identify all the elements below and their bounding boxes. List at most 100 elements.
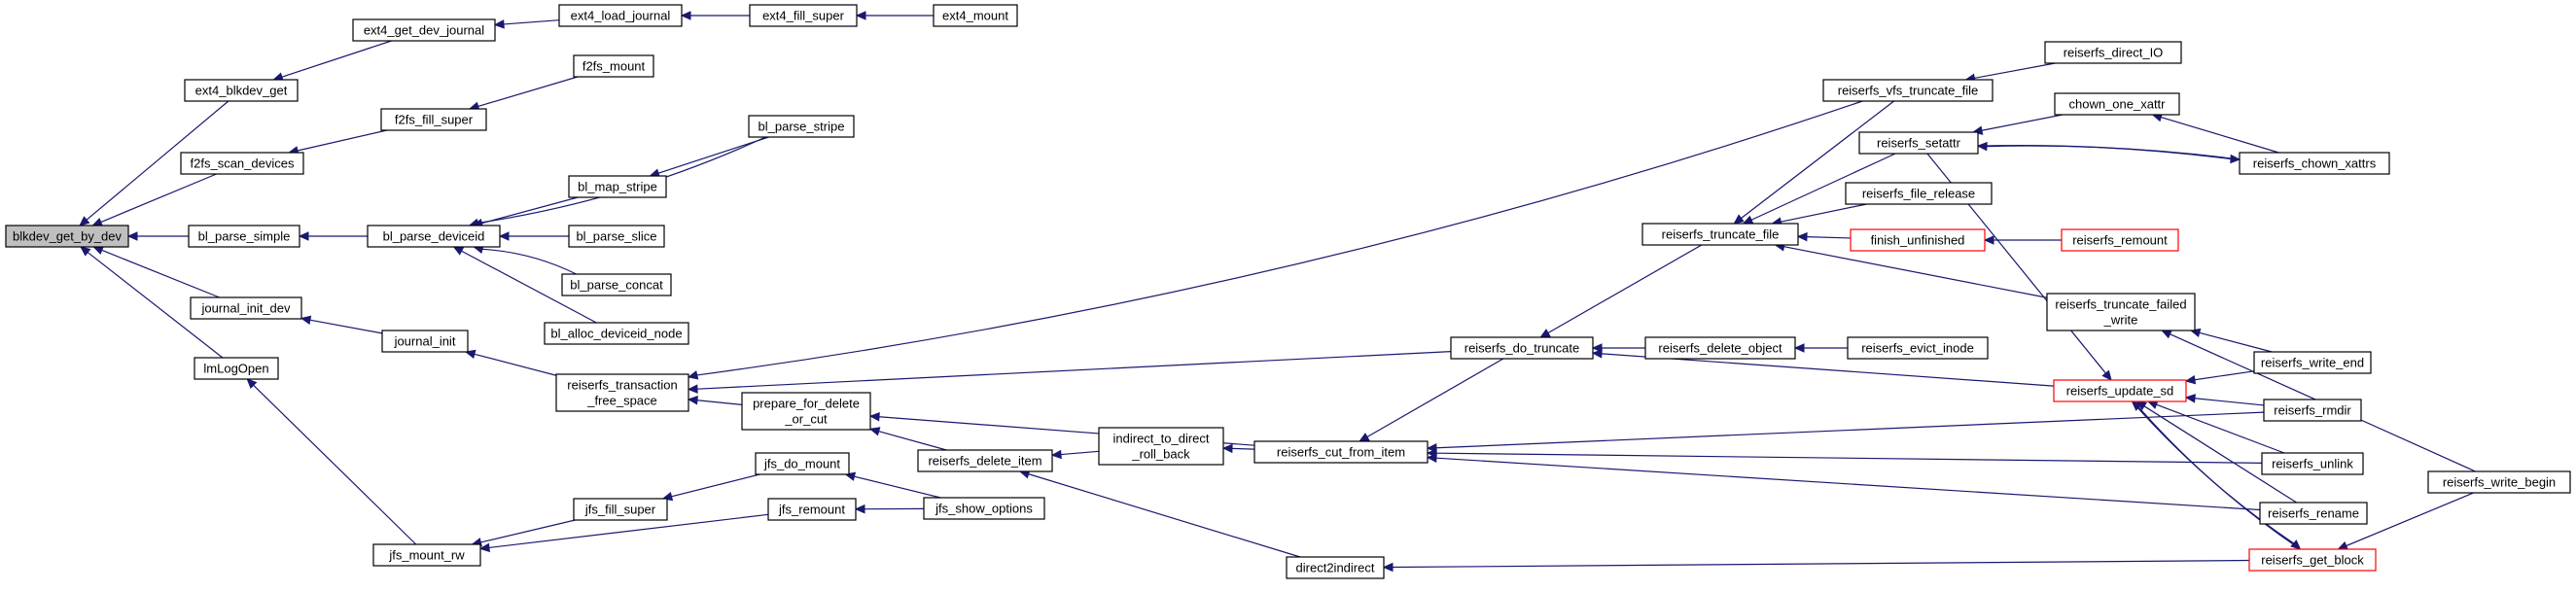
node-reiserfs-cut-from-item[interactable]: reiserfs_cut_from_item	[1253, 440, 1429, 464]
node-box	[561, 273, 672, 296]
edge-line	[100, 173, 217, 224]
node-reiserfs-get-block[interactable]: reiserfs_get_block	[2248, 548, 2377, 572]
node-reiserfs-remount[interactable]: reiserfs_remount	[2061, 228, 2179, 252]
node-ext4-fill-super[interactable]: ext4_fill_super	[749, 4, 858, 27]
edge-arrowhead	[246, 378, 258, 390]
node-label: reiserfs_delete_item	[928, 454, 1041, 469]
node-reiserfs-file-release[interactable]: reiserfs_file_release	[1845, 182, 1993, 205]
edge-reiserfs-file-release-to-reiserfs-truncate-file	[1771, 203, 1867, 226]
edge-arrowhead	[79, 216, 90, 226]
node-reiserfs-setattr[interactable]: reiserfs_setattr	[1858, 131, 1979, 155]
edge-line	[696, 100, 1863, 376]
node-indirect-to-direct-roll-back[interactable]: indirect_to_direct_roll_back	[1098, 427, 1224, 466]
node-reiserfs-evict-inode[interactable]: reiserfs_evict_inode	[1847, 336, 1989, 360]
node-reiserfs-update-sd[interactable]: reiserfs_update_sd	[2053, 379, 2187, 402]
edge-line	[2199, 331, 2273, 353]
node-chown-one-xattr[interactable]: chown_one_xattr	[2054, 92, 2180, 116]
edge-finish-unfinished-to-reiserfs-truncate-file	[1796, 231, 1852, 242]
edge-f2fs-mount-to-f2fs-fill-super	[468, 76, 579, 111]
node-ext4-blkdev-get[interactable]: ext4_blkdev_get	[184, 79, 299, 102]
node-bl-parse-stripe[interactable]: bl_parse_stripe	[748, 115, 855, 138]
edge-ext4-load-journal-to-ext4-get-dev-journal	[493, 19, 560, 29]
node-prepare-for-delete-or-cut[interactable]: prepare_for_delete_or_cut	[741, 392, 871, 431]
edge-line	[86, 100, 229, 221]
node-jfs-remount[interactable]: jfs_remount	[767, 498, 857, 521]
edge-line	[2346, 492, 2474, 547]
edge-line	[671, 473, 760, 498]
node-label: journal_init	[394, 334, 456, 349]
node-box	[1858, 131, 1979, 155]
node-label: reiserfs_rmdir	[2274, 403, 2351, 418]
node-journal-init-dev[interactable]: journal_init_dev	[190, 296, 302, 320]
node-reiserfs-transaction-free-space[interactable]: reiserfs_transaction_free_space	[555, 373, 689, 412]
node-label: _roll_back	[1131, 447, 1190, 462]
node-reiserfs-truncate-failed-write[interactable]: reiserfs_truncate_failed_write	[2046, 293, 2196, 331]
edge-arrowhead	[1796, 231, 1808, 242]
node-bl-map-stripe[interactable]: bl_map_stripe	[568, 175, 667, 198]
edge-line	[1547, 244, 1703, 334]
node-jfs-do-mount[interactable]: jfs_do_mount	[755, 452, 850, 475]
node-bl-parse-concat[interactable]: bl_parse_concat	[561, 273, 672, 296]
node-reiserfs-rename[interactable]: reiserfs_rename	[2259, 502, 2368, 525]
node-blkdev-get-by-dev[interactable]: blkdev_get_by_dev	[5, 225, 129, 248]
node-reiserfs-delete-item[interactable]: reiserfs_delete_item	[917, 449, 1053, 472]
edge-arrowhead	[80, 246, 91, 257]
edge-line	[281, 40, 392, 78]
edge-arrowhead	[2230, 154, 2241, 164]
node-lmlogopen[interactable]: lmLogOpen	[194, 357, 279, 380]
edge-arrowhead	[2184, 374, 2197, 385]
node-reiserfs-truncate-file[interactable]: reiserfs_truncate_file	[1641, 223, 1799, 246]
node-bl-parse-simple[interactable]: bl_parse_simple	[188, 225, 300, 248]
edge-reiserfs-vfs-truncate-file-to-reiserfs-truncate-file	[1733, 100, 1895, 225]
node-reiserfs-vfs-truncate-file[interactable]: reiserfs_vfs_truncate_file	[1822, 79, 1994, 102]
node-direct2indirect[interactable]: direct2indirect	[1286, 556, 1385, 579]
edge-line	[1750, 153, 1896, 221]
edge-line	[1028, 473, 1301, 558]
edge-reiserfs-update-sd-to-reiserfs-get-block	[2132, 400, 2302, 550]
edge-line	[854, 475, 941, 499]
node-reiserfs-do-truncate[interactable]: reiserfs_do_truncate	[1450, 336, 1594, 360]
node-f2fs-scan-devices[interactable]: f2fs_scan_devices	[180, 152, 304, 175]
node-jfs-mount-rw[interactable]: jfs_mount_rw	[372, 543, 481, 567]
node-label: _write	[2103, 313, 2138, 328]
edge-arrowhead	[1359, 433, 1370, 442]
node-bl-alloc-deviceid-node[interactable]: bl_alloc_deviceid_node	[544, 322, 689, 345]
node-f2fs-fill-super[interactable]: f2fs_fill_super	[380, 108, 487, 131]
node-ext4-get-dev-journal[interactable]: ext4_get_dev_journal	[352, 18, 496, 42]
node-box	[180, 152, 304, 175]
node-bl-parse-deviceid[interactable]: bl_parse_deviceid	[367, 225, 501, 248]
edge-line	[2161, 117, 2279, 154]
node-reiserfs-rmdir[interactable]: reiserfs_rmdir	[2263, 399, 2362, 422]
node-ext4-load-journal[interactable]: ext4_load_journal	[558, 4, 683, 27]
node-jfs-show-options[interactable]: jfs_show_options	[923, 497, 1045, 520]
edge-line	[503, 19, 560, 25]
node-journal-init[interactable]: journal_init	[381, 330, 469, 353]
node-f2fs-mount[interactable]: f2fs_mount	[573, 54, 654, 78]
node-box	[555, 373, 689, 412]
node-box	[748, 115, 855, 138]
node-label: bl_parse_stripe	[759, 120, 845, 134]
node-label: bl_parse_slice	[576, 229, 656, 244]
node-reiserfs-unlink[interactable]: reiserfs_unlink	[2261, 452, 2364, 475]
node-reiserfs-chown-xattrs[interactable]: reiserfs_chown_xattrs	[2239, 152, 2390, 175]
node-reiserfs-direct-io[interactable]: reiserfs_direct_IO	[2044, 41, 2182, 64]
edge-arrowhead	[1742, 215, 1754, 225]
node-jfs-fill-super[interactable]: jfs_fill_super	[573, 498, 668, 521]
node-reiserfs-delete-object[interactable]: reiserfs_delete_object	[1644, 336, 1796, 360]
node-ext4-mount[interactable]: ext4_mount	[933, 4, 1018, 27]
node-label: chown_one_xattr	[2068, 97, 2166, 112]
edge-arrowhead	[1050, 449, 1062, 460]
edge-reiserfs-unlink-to-reiserfs-cut-from-item	[1426, 448, 2263, 464]
edge-arrowhead	[92, 246, 104, 255]
node-box	[5, 225, 129, 248]
node-reiserfs-write-end[interactable]: reiserfs_write_end	[2253, 351, 2372, 374]
node-reiserfs-write-begin[interactable]: reiserfs_write_begin	[2427, 470, 2571, 494]
node-label: ext4_get_dev_journal	[364, 23, 484, 38]
node-finish-unfinished[interactable]: finish_unfinished	[1850, 228, 1986, 252]
edge-reiserfs-cut-from-item-to-indirect-to-direct-roll-back	[1221, 443, 1255, 454]
edge-arrowhead	[1983, 235, 1994, 245]
edge-arrowhead	[1733, 214, 1745, 225]
node-label: blkdev_get_by_dev	[13, 229, 123, 244]
node-bl-parse-slice[interactable]: bl_parse_slice	[568, 225, 665, 248]
